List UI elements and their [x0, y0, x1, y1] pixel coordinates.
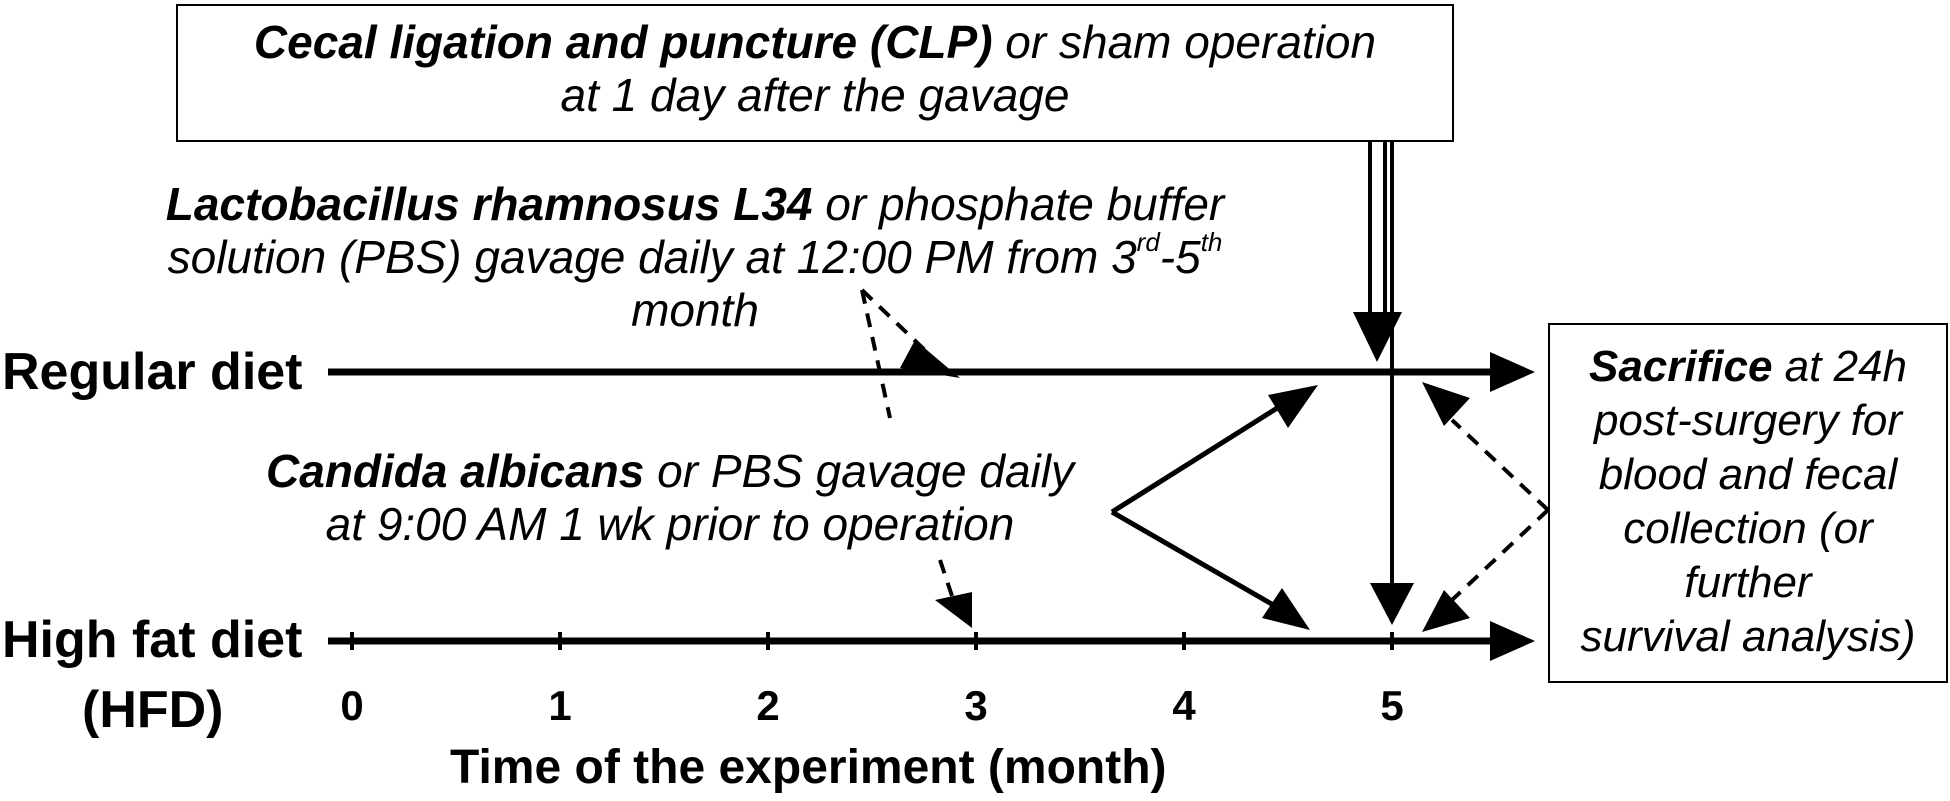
tick-label-1: 1 — [548, 682, 572, 729]
sacrifice-text: Sacrifice at 24h post-surgery for blood … — [1548, 340, 1948, 664]
clp-line2: at 1 day after the gavage — [560, 69, 1070, 121]
tick-label-4: 4 — [1172, 682, 1196, 729]
hfd-label-line1: High fat diet — [2, 611, 303, 669]
lacto-arrowhead — [900, 340, 960, 378]
tick-label-3: 3 — [964, 682, 988, 729]
clp-arrowhead-regular — [1353, 312, 1402, 362]
candida-arrows — [1110, 402, 1284, 613]
lacto-sup1: rd — [1136, 227, 1160, 257]
sacrifice-line-2: blood and fecal — [1598, 450, 1898, 499]
tick-label-2: 2 — [756, 682, 780, 729]
clp-text: Cecal ligation and puncture (CLP) or sha… — [176, 16, 1454, 122]
tick-label-0: 0 — [340, 682, 364, 729]
candida-dashed-line — [938, 559, 957, 606]
candida-text: Candida albicans or PBS gavage daily at … — [200, 445, 1140, 551]
lacto-bold-text: Lactobacillus rhamnosus L34 — [165, 178, 813, 230]
lacto-line2: solution (PBS) gavage daily at 12:00 PM … — [167, 231, 1137, 283]
lacto-rest-text: or phosphate buffer — [812, 178, 1225, 230]
clp-box — [176, 4, 1454, 142]
sacrifice-box — [1548, 323, 1948, 683]
candida-dashed-arrowhead — [935, 592, 972, 628]
tick-label-5: 5 — [1380, 682, 1404, 729]
clp-rest-text: or sham operation — [992, 16, 1377, 68]
sacrifice-line-3: collection (or — [1623, 504, 1873, 553]
sacrifice-dashed-arrows — [1450, 418, 1550, 602]
hfd-arrowhead — [1490, 621, 1535, 661]
sacrifice-arrowhead-regular — [1422, 382, 1470, 426]
clp-bold-text: Cecal ligation and puncture (CLP) — [253, 16, 993, 68]
sacrifice-rest-text: at 24h — [1772, 342, 1908, 391]
sacrifice-line-5: survival analysis) — [1580, 612, 1916, 661]
candida-rest-text: or PBS gavage daily — [644, 445, 1074, 497]
sacrifice-line-4: further — [1684, 558, 1812, 607]
regular-diet-label: Regular diet — [2, 343, 303, 401]
sacrifice-line-1: post-surgery for — [1593, 396, 1903, 445]
clp-double-line — [1368, 142, 1387, 315]
hfd-label-line2: (HFD) — [82, 681, 224, 739]
axis-title: Time of the experiment (month) — [450, 741, 1167, 794]
regular-diet-arrowhead — [1490, 352, 1535, 392]
candida-arrowhead-regular — [1268, 385, 1318, 428]
lacto-line3: month — [631, 284, 759, 336]
lacto-sup2: th — [1200, 227, 1223, 257]
axis-tick-marks — [350, 632, 1394, 650]
candida-arrowhead-hfd — [1262, 588, 1310, 630]
sacrifice-bold-text: Sacrifice — [1588, 342, 1773, 391]
lacto-text: Lactobacillus rhamnosus L34 or phosphate… — [120, 178, 1270, 337]
lacto-mid: -5 — [1159, 231, 1201, 283]
candida-line2: at 9:00 AM 1 wk prior to operation — [325, 498, 1015, 550]
candida-bold-text: Candida albicans — [266, 445, 645, 497]
clp-arrowhead-hfd — [1370, 583, 1414, 625]
sacrifice-arrowhead-hfd — [1422, 590, 1470, 632]
